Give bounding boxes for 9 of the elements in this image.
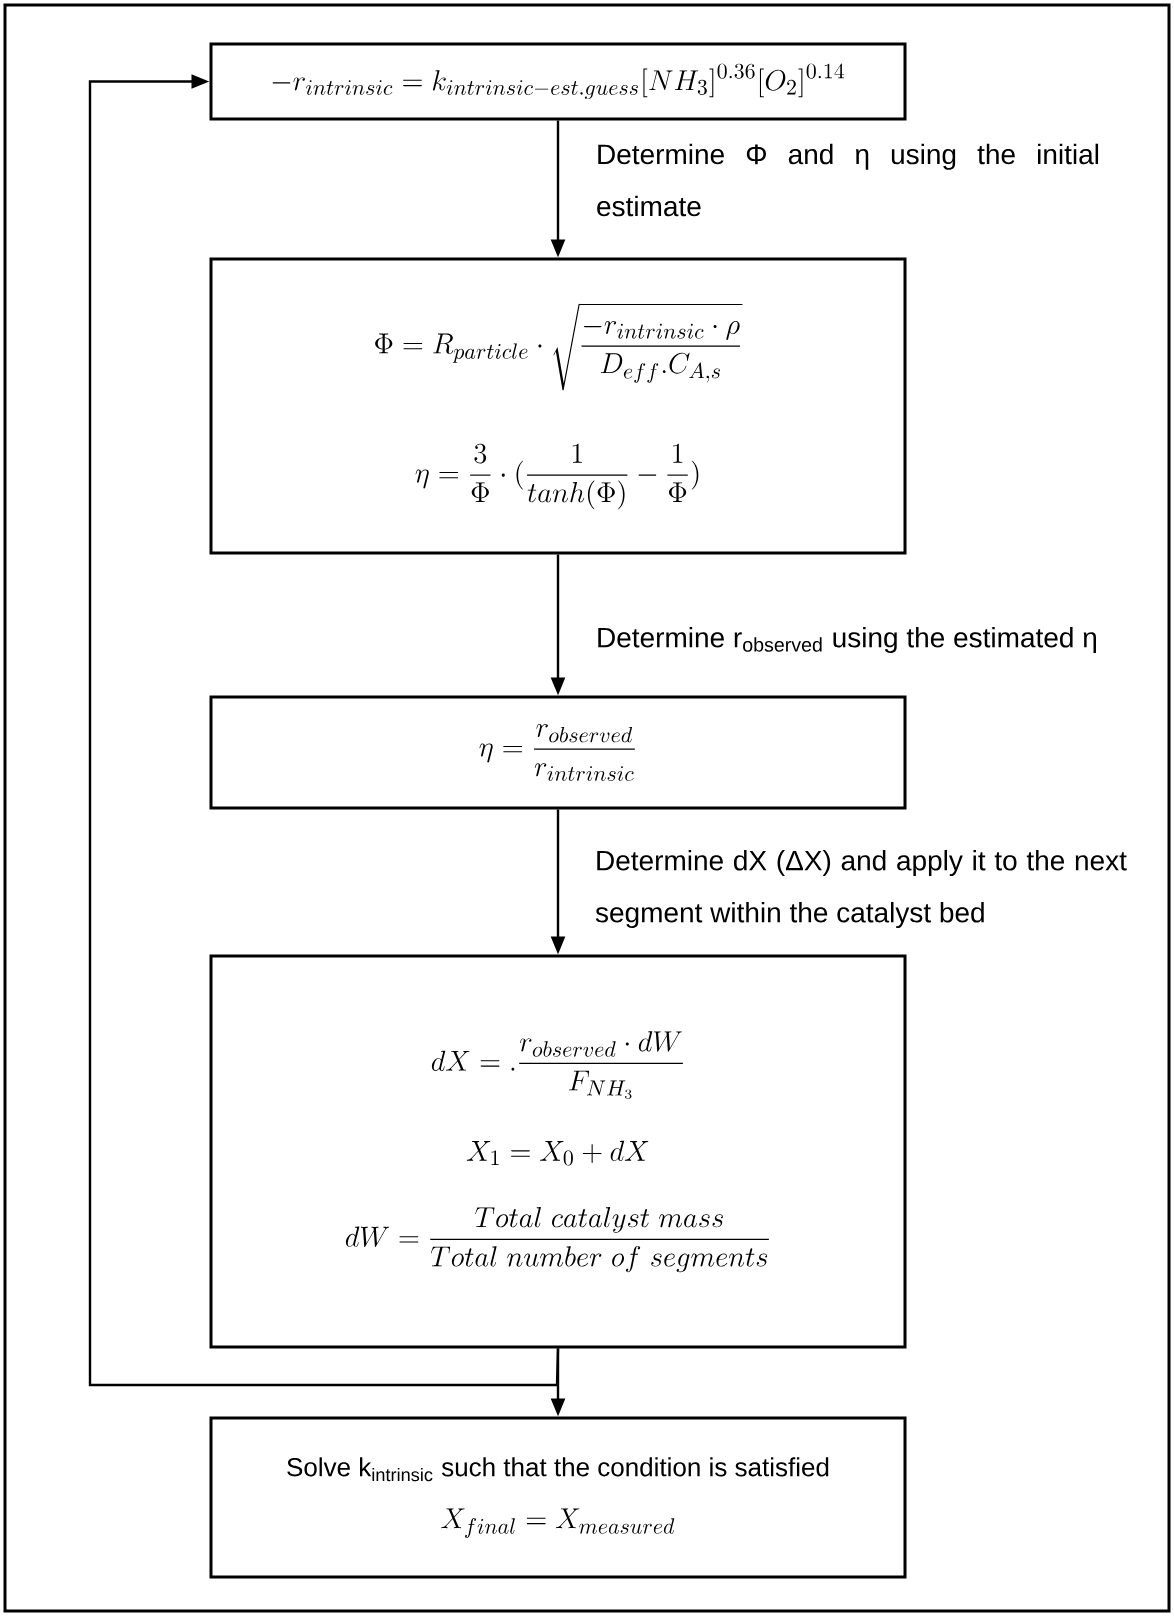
arrow (88, 74, 560, 1387)
edge-label: Determine r$_{observed}$ using the estimated η (598, 626, 1096, 654)
edge-label: Determine dX (ΔX) and apply it to the next segment within the catalyst bed (595, 849, 1127, 929)
edge-label: Determine Φ and η using the initial estimate (597, 143, 1099, 217)
formula-box: $\Phi = R_{particle}\cdot\sqrt{\frac{-r_{intrinsic}\cdot\rho}{D_{eff}.C_{A,s}}}$ $\eta = \frac{3}{\Phi}\cdot(\frac{1}{tanh(\Phi)} - \frac{1}{\Phi})$ (209, 257, 907, 555)
formula-box: $\eta = \frac{r_{observed}}{r_{intrinsic}}$ (209, 695, 907, 810)
formula-box: $-r_{intrinsic} = k_{intrinsic-est.guess}[NH_3]^{0.36}[O_2]^{0.14}$ (209, 42, 907, 121)
formula-box: $dX =.\frac{r_{observed}\cdot dW}{F_{NH_3}}$ $X_1 = X_0 + dX$ $dW = \frac{Total\ catalyst\ mass}{Total\ number\ of\ segments}$ (209, 954, 907, 1349)
result-box: $\text{Solve k}_{\text{intrinsic}}\text{ such that the condition is satisfied}$ $X_{final} = X_{measured}$ (209, 1416, 907, 1579)
